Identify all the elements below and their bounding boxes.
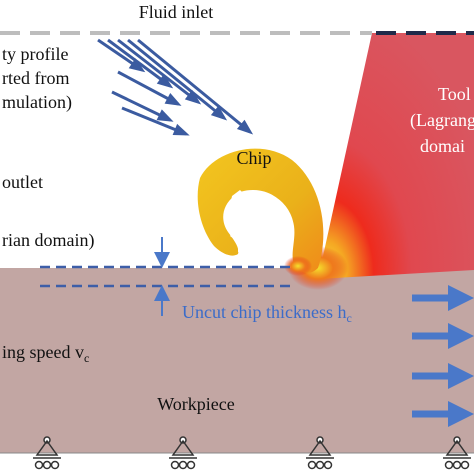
right-arrow-icon xyxy=(412,401,474,427)
profile-arrow-icon xyxy=(121,106,190,136)
uncut-chip-thickness-text: Uncut chip thickness h xyxy=(182,302,346,322)
velocity-profile-label-line3: mulation) xyxy=(2,92,72,113)
cutting-speed-label: ing speed vc xyxy=(2,342,89,365)
right-arrow-icon xyxy=(412,285,474,311)
profile-arrow-icon xyxy=(137,38,254,135)
pinned-roller-support-icon xyxy=(33,436,61,470)
profile-arrow-icon xyxy=(111,90,174,122)
chip-label: Chip xyxy=(236,148,271,168)
right-arrow-icon xyxy=(412,363,474,389)
tool-region xyxy=(318,33,474,279)
profile-arrow-icon xyxy=(127,38,228,121)
tool-label-line3: domai xyxy=(420,136,465,156)
fluid-outlet-label: outlet xyxy=(2,172,43,192)
eulerian-domain-label: rian domain) xyxy=(2,230,94,251)
cutting-speed-subscript: c xyxy=(84,351,89,365)
pinned-roller-support-icon xyxy=(169,436,197,470)
velocity-profile-arrows xyxy=(97,38,254,136)
fluid-inlet-label: Fluid inlet xyxy=(139,2,214,22)
profile-arrow-icon xyxy=(97,38,146,73)
tool-label-line2: (Lagrang xyxy=(410,110,474,131)
workpiece-region xyxy=(0,268,474,453)
chip-contact-glow xyxy=(284,256,312,276)
tool-label-line1: Tool xyxy=(438,84,471,104)
workpiece-label: Workpiece xyxy=(157,394,235,414)
velocity-profile-label-line2: rted from xyxy=(2,68,69,88)
boundary-supports xyxy=(33,436,471,470)
profile-arrow-icon xyxy=(117,38,202,105)
right-arrow-icon xyxy=(412,323,474,349)
profile-arrow-icon xyxy=(117,70,182,106)
pinned-roller-support-icon xyxy=(306,436,334,470)
chip-region xyxy=(197,148,324,273)
uncut-chip-thickness-label: Uncut chip thickness hc xyxy=(182,302,352,325)
cutting-speed-arrows xyxy=(412,285,474,427)
cutting-speed-text: ing speed v xyxy=(2,342,84,362)
uncut-chip-thickness-subscript: c xyxy=(346,311,351,325)
velocity-profile-label-line1: ty profile xyxy=(2,44,68,64)
profile-arrow-icon xyxy=(107,38,174,89)
pinned-roller-support-icon xyxy=(443,436,471,470)
chip-hollow xyxy=(228,190,282,258)
